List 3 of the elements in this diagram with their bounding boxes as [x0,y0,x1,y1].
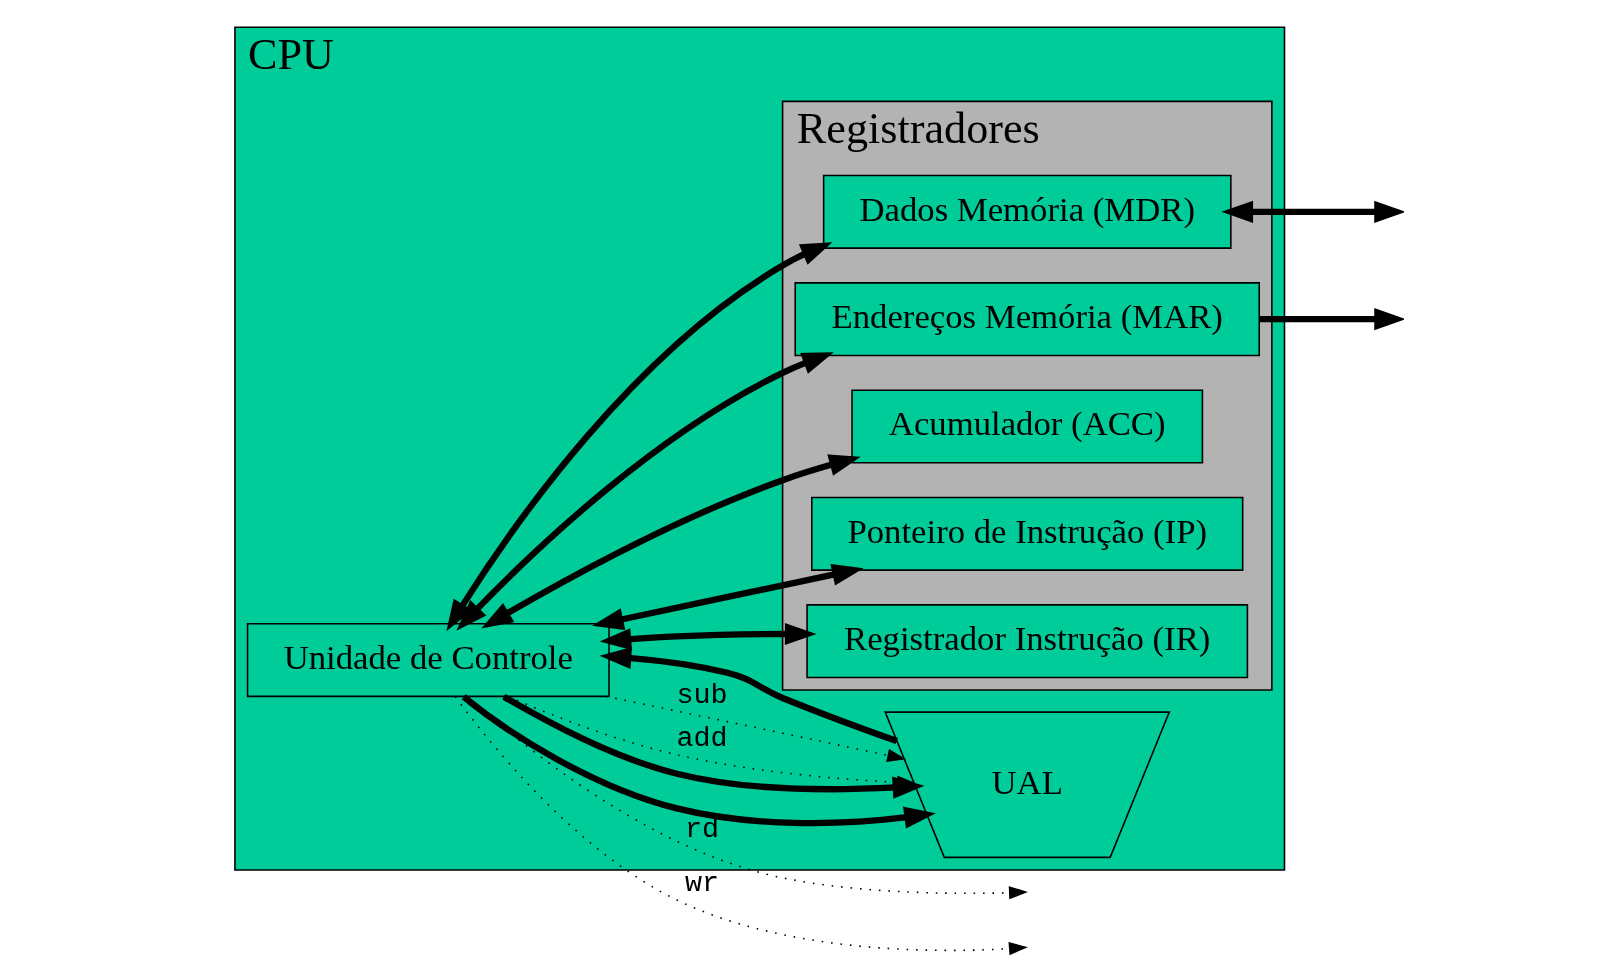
edge-label: rd [684,813,719,847]
edge-label: add [676,721,728,755]
edge-label: sub [676,679,728,713]
